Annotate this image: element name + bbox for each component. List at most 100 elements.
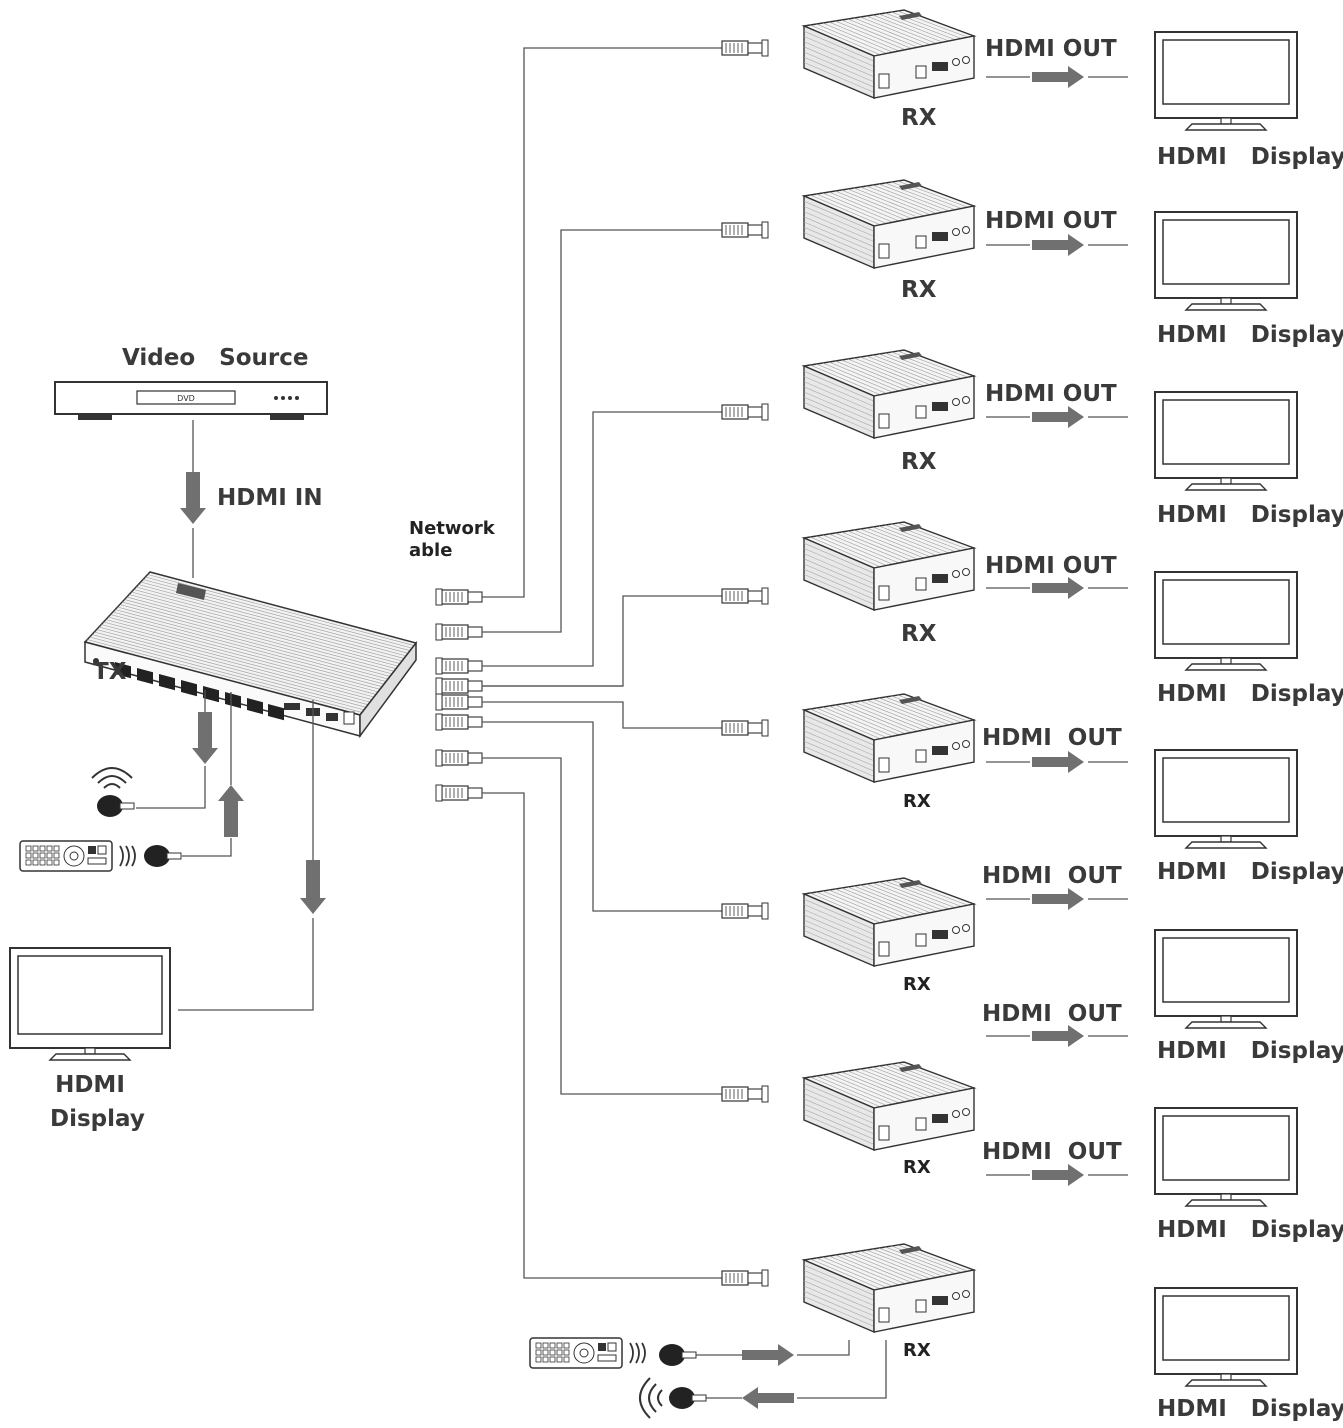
rx-rj45-1-icon — [721, 39, 769, 57]
rx-receiver-8-icon — [801, 1243, 977, 1334]
hdmi-out-arrow-6-icon — [1032, 888, 1084, 910]
rx-label-5: RX — [903, 791, 931, 812]
hdmi-out-arrow-8-icon — [1032, 1164, 1084, 1186]
rx-display-5-icon — [1154, 749, 1298, 849]
tx-hdmi-out-port — [284, 703, 300, 710]
local-hdmi-cable-lower — [178, 918, 314, 1011]
hdmi-out-label-8: HDMI OUT — [982, 1139, 1122, 1165]
dvd-player-icon: DVD — [54, 381, 328, 420]
tx-ir-port-2 — [326, 713, 338, 721]
network-cable-8 — [482, 792, 722, 1279]
rx-rj45-3-icon — [721, 403, 769, 421]
rx-ir-out-arrow-icon — [742, 1387, 794, 1409]
tx-port-7 — [247, 698, 263, 715]
tx-port-4 — [181, 680, 197, 697]
tx-label: TX — [93, 659, 127, 685]
tx-splitter-icon — [83, 571, 418, 739]
hdmi-display-label-4: HDMI Display — [1157, 681, 1343, 707]
hdmi-out-label-3: HDMI OUT — [985, 381, 1117, 407]
rx-display-2-icon — [1154, 211, 1298, 311]
tx-rj45-4-icon — [435, 677, 483, 695]
tx-port-8 — [268, 704, 284, 721]
rx-label-3: RX — [901, 449, 937, 475]
rx-rj45-8-icon — [721, 1269, 769, 1287]
rx-ir-waves-icon — [639, 1377, 663, 1419]
hdmi-out-label-4: HDMI OUT — [985, 553, 1117, 579]
rx-ir-out-cable — [797, 1340, 887, 1399]
tx-rj45-8-icon — [435, 784, 483, 802]
network-cable-3 — [482, 411, 722, 667]
hdmi-out-label-5: HDMI OUT — [982, 725, 1122, 751]
rx-display-7-icon — [1154, 1107, 1298, 1207]
tx-power-port — [343, 711, 355, 725]
tx-port-1 — [115, 662, 131, 679]
rx-label-1: RX — [901, 105, 937, 131]
rx-ir-in-arrow-icon — [742, 1344, 794, 1366]
ir-out-cable — [136, 766, 206, 809]
rx-display-8-icon — [1154, 1287, 1298, 1387]
hdmi-out-label-7: HDMI OUT — [982, 1001, 1122, 1027]
tx-port-3 — [159, 674, 175, 691]
hdmi-out-arrow-2-icon — [1032, 234, 1084, 256]
hdmi-out-label-2: HDMI OUT — [985, 208, 1117, 234]
ir-out-arrow-icon — [192, 712, 218, 764]
rx-rj45-7-icon — [721, 1085, 769, 1103]
rx-label-8: RX — [903, 1340, 931, 1361]
tx-rj45-3-icon — [435, 657, 483, 675]
rx-label-2: RX — [901, 277, 937, 303]
rx-receiver-5-icon — [801, 693, 977, 784]
hdmi-display-label-5: HDMI Display — [1157, 859, 1343, 885]
network-cable-4 — [482, 595, 722, 687]
hdmi-out-arrow-5-icon — [1032, 751, 1084, 773]
local-remote-icon — [19, 840, 136, 872]
ir-tx-waves-icon — [91, 767, 133, 789]
video-source-label: Video Source — [122, 345, 309, 371]
network-cable-7 — [482, 757, 722, 1095]
tx-rj45-5-icon — [435, 693, 483, 711]
hdmi-out-arrow-7-icon — [1032, 1025, 1084, 1047]
rx-ir-in-cable — [797, 1340, 850, 1356]
rx-rj45-6-icon — [721, 902, 769, 920]
rx-receiver-3-icon — [801, 349, 977, 440]
rx-label-6: RX — [903, 974, 931, 995]
rx-label-7: RX — [903, 1157, 931, 1178]
local-display-label: HDMI Display — [50, 1072, 145, 1132]
rx-display-1-icon — [1154, 31, 1298, 131]
rx-receiver-4-icon — [801, 521, 977, 612]
network-cable-2 — [482, 229, 722, 633]
network-cable-5 — [482, 701, 722, 729]
rx-ir-blaster-icon — [669, 1387, 707, 1409]
ir-in-arrow-icon — [218, 785, 244, 837]
network-cable-label: Network able — [409, 518, 495, 561]
hdmi-display-label-1: HDMI Display — [1157, 144, 1343, 170]
rx-rj45-2-icon — [721, 221, 769, 239]
rx-receiver-7-icon — [801, 1061, 977, 1152]
local-display-icon — [9, 947, 171, 1061]
hdmi-out-arrow-1-icon — [1032, 66, 1084, 88]
rx-rj45-5-icon — [721, 719, 769, 737]
hdmi-display-label-8: HDMI Display — [1157, 1396, 1343, 1422]
ir-blaster-icon — [97, 795, 135, 817]
rx-receiver-2-icon — [801, 179, 977, 270]
rx-rj45-4-icon — [721, 587, 769, 605]
hdmi-in-arrow-icon — [180, 472, 206, 524]
tx-port-5 — [203, 686, 219, 703]
ir-in-cable — [182, 838, 232, 857]
rx-display-4-icon — [1154, 571, 1298, 671]
hdmi-out-label-6: HDMI OUT — [982, 863, 1122, 889]
ir-receiver-icon — [144, 845, 182, 867]
rx-display-6-icon — [1154, 929, 1298, 1029]
hdmi-out-arrow-3-icon — [1032, 406, 1084, 428]
network-cable-6 — [482, 721, 722, 912]
tx-rj45-2-icon — [435, 623, 483, 641]
hdmi-display-label-2: HDMI Display — [1157, 322, 1343, 348]
rx-receiver-1-icon — [801, 9, 977, 100]
tx-rj45-6-icon — [435, 713, 483, 731]
network-cable-1 — [482, 47, 722, 598]
tx-port-2 — [137, 668, 153, 685]
hdmi-display-label-6: HDMI Display — [1157, 1038, 1343, 1064]
tx-rj45-7-icon — [435, 749, 483, 767]
tx-port-6 — [225, 692, 241, 709]
